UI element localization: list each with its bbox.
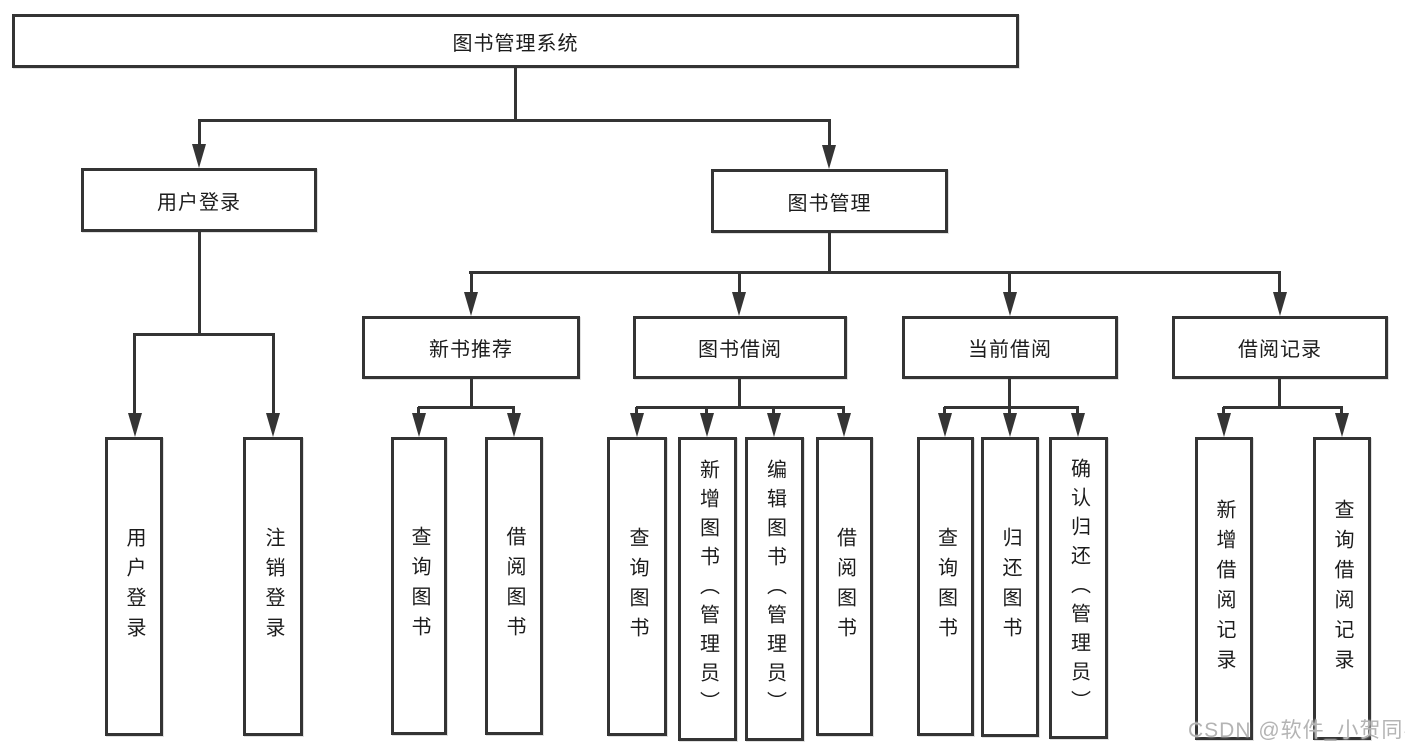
arrowhead-icon [837,413,851,437]
arrowhead-icon [732,292,746,316]
connector-line [272,334,275,416]
arrowhead-icon [1003,292,1017,316]
connector-line [133,334,136,416]
connector-line [1008,379,1011,408]
leaf-edit-books-admin-label: 编辑图书（管理员） [763,458,786,720]
arrowhead-icon [1071,413,1085,437]
leaf-borrow-query-books: 查询图书 [607,437,667,736]
arrowhead-icon [767,413,781,437]
connector-line [1278,379,1281,408]
leaf-logout: 注销登录 [243,437,303,736]
connector-line [1223,406,1343,409]
arrowhead-icon [938,413,952,437]
connector-line [470,379,473,408]
arrowhead-icon [1273,292,1287,316]
arrowhead-icon [128,413,142,437]
leaf-borrow-books-label: 借阅图书 [833,526,856,647]
leaf-edit-books-admin: 编辑图书（管理员） [745,437,804,741]
node-current-borrow: 当前借阅 [902,316,1118,379]
connector-line [514,68,517,121]
connector-line [1278,272,1281,296]
leaf-query-borrow-record-label: 查询借阅记录 [1331,498,1353,679]
leaf-add-books-admin-label: 新增图书（管理员） [696,458,719,720]
leaf-borrow-query-books-label: 查询图书 [626,526,648,647]
arrowhead-icon [822,145,836,169]
node-new-book-recommend: 新书推荐 [362,316,580,379]
node-user-login-label: 用户登录 [157,191,241,214]
connector-line [470,272,473,296]
connector-line [198,232,201,335]
leaf-add-books-admin: 新增图书（管理员） [678,437,737,741]
connector-line [418,406,515,409]
node-root: 图书管理系统 [12,14,1019,68]
node-new-book-recommend-label: 新书推荐 [429,339,513,361]
connector-line [636,406,845,409]
node-root-label: 图书管理系统 [452,32,579,55]
arrowhead-icon [507,413,521,437]
node-borrow-records: 借阅记录 [1172,316,1388,379]
node-current-borrow-label: 当前借阅 [968,339,1052,361]
connector-line [469,271,1281,274]
leaf-user-login: 用户登录 [105,437,163,736]
connector-line [1008,272,1011,296]
arrowhead-icon [630,413,644,437]
leaf-recommend-query-books-label: 查询图书 [408,526,430,646]
connector-line [198,119,831,122]
csdn-watermark: CSDN @软件_小贺同学 [1188,719,1405,742]
leaf-recommend-borrow-books-label: 借阅图书 [503,526,525,646]
leaf-return-books-label: 归还图书 [999,527,1021,647]
connector-line [198,120,201,148]
leaf-borrow-books: 借阅图书 [816,437,873,736]
node-book-borrow-label: 图书借阅 [698,339,782,361]
leaf-query-borrow-record: 查询借阅记录 [1313,437,1371,740]
arrowhead-icon [266,413,280,437]
leaf-logout-label: 注销登录 [262,526,284,647]
arrowhead-icon [1217,413,1231,437]
connector-line [828,233,831,274]
arrowhead-icon [1335,413,1349,437]
leaf-user-login-label: 用户登录 [123,526,145,647]
leaf-recommend-borrow-books: 借阅图书 [485,437,543,735]
node-book-borrow: 图书借阅 [633,316,847,379]
connector-line [133,333,275,336]
leaf-confirm-return-admin-label: 确认归还（管理员） [1067,457,1090,719]
node-user-login: 用户登录 [81,168,317,232]
leaf-current-query-books-label: 查询图书 [934,526,957,647]
connector-line [738,379,741,408]
leaf-return-books: 归还图书 [981,437,1039,737]
arrowhead-icon [412,413,426,437]
arrowhead-icon [192,144,206,168]
connector-line [738,272,741,296]
connector-line [944,406,1079,409]
arrowhead-icon [700,413,714,437]
leaf-recommend-query-books: 查询图书 [391,437,447,735]
leaf-add-borrow-record-label: 新增借阅记录 [1213,498,1235,679]
node-book-management: 图书管理 [711,169,948,233]
node-book-management-label: 图书管理 [787,192,872,215]
leaf-add-borrow-record: 新增借阅记录 [1195,437,1253,740]
leaf-confirm-return-admin: 确认归还（管理员） [1049,437,1108,739]
leaf-current-query-books: 查询图书 [917,437,974,736]
node-borrow-records-label: 借阅记录 [1238,339,1322,361]
arrowhead-icon [1003,413,1017,437]
arrowhead-icon [464,292,478,316]
connector-line [828,120,831,148]
